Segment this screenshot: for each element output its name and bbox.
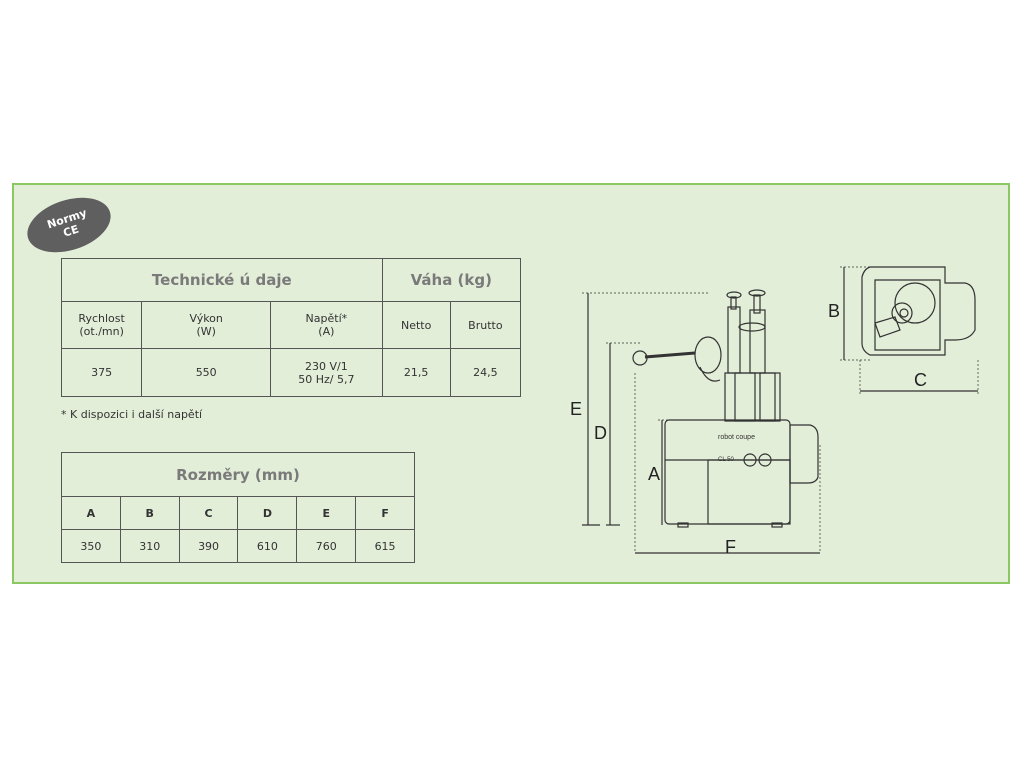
label-a: A xyxy=(648,464,660,484)
dim-val-b: 310 xyxy=(119,529,180,563)
header-power: Výkon(W) xyxy=(141,301,272,349)
table-row: A B C D E F xyxy=(61,496,415,530)
voltage-footnote: * K dispozici i další napětí xyxy=(61,408,203,421)
top-view-drawing: B C xyxy=(828,266,979,395)
machine-chute xyxy=(789,424,819,484)
value-power: 550 xyxy=(141,348,272,397)
technical-data-table: Technické ú daje Váha (kg) Rychlost(ot./… xyxy=(60,258,522,397)
dims-title: Rozměry (mm) xyxy=(61,452,415,497)
value-speed: 375 xyxy=(60,348,143,397)
dim-col-d: D xyxy=(237,496,298,530)
front-view-drawing: robot coupe CL 50 E D A F xyxy=(570,289,821,557)
dim-val-c: 390 xyxy=(178,529,239,563)
control-knob-left xyxy=(743,453,757,467)
header-voltage: Napětí*(A) xyxy=(270,301,383,349)
dimensions-table: Rozměry (mm) A B C D E F 350 310 390 610… xyxy=(61,452,415,563)
dim-col-b: B xyxy=(119,496,180,530)
header-net: Netto xyxy=(381,301,451,349)
tech-title: Technické ú daje xyxy=(61,258,383,302)
dim-val-e: 760 xyxy=(296,529,357,563)
control-knob-right xyxy=(758,453,772,467)
brand-text: robot coupe xyxy=(718,434,755,441)
header-speed: Rychlost(ot./mn) xyxy=(60,301,143,349)
label-c: C xyxy=(914,370,927,390)
label-d: D xyxy=(594,423,607,443)
table-row: Rychlost(ot./mn) Výkon(W) Napětí*(A) Net… xyxy=(60,301,522,349)
weight-title: Váha (kg) xyxy=(381,258,522,302)
value-net: 21,5 xyxy=(381,348,451,397)
table-row: 350 310 390 610 760 615 xyxy=(61,529,415,563)
lever-knob xyxy=(632,350,648,366)
dim-val-f: 615 xyxy=(355,529,415,563)
label-b: B xyxy=(828,301,840,321)
dim-col-f: F xyxy=(355,496,415,530)
dim-val-d: 610 xyxy=(237,529,298,563)
label-f: F xyxy=(725,537,736,557)
feed-tube-large xyxy=(894,282,936,324)
dim-col-e: E xyxy=(296,496,357,530)
machine-bowl xyxy=(724,372,781,422)
label-e: E xyxy=(570,399,582,419)
dim-col-a: A xyxy=(61,496,121,530)
dim-col-c: C xyxy=(178,496,239,530)
value-gross: 24,5 xyxy=(449,348,522,397)
model-text: CL 50 xyxy=(718,457,734,463)
dim-val-a: 350 xyxy=(61,529,121,563)
header-gross: Brutto xyxy=(449,301,522,349)
top-view-outline xyxy=(861,266,976,356)
